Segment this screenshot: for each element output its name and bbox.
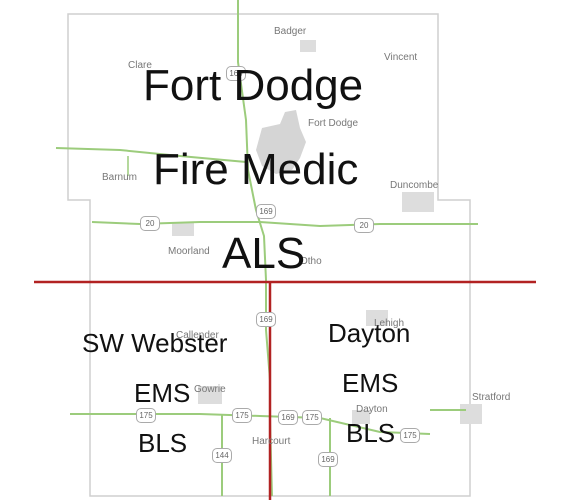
zone-label-dayton: Dayton: [328, 318, 411, 348]
lehigh-town-area: [366, 310, 388, 326]
highway-shield-175-east: 175: [302, 410, 322, 425]
highway-shield-169: 169: [256, 204, 276, 219]
gowrie-town-area: [198, 386, 222, 404]
highway-shield-20-west: 20: [140, 216, 160, 231]
town-label-stratford: Stratford: [472, 392, 511, 403]
town-label-duncombe: Duncombe: [390, 180, 439, 191]
moorland-town-area: [172, 222, 194, 236]
highway-shield-20-east: 20: [354, 218, 374, 233]
town-label-dayton: Dayton: [356, 404, 388, 415]
duncombe-town-area: [402, 192, 434, 212]
county-boundary: [67, 13, 471, 497]
town-label-clare: Clare: [128, 60, 152, 71]
badger-town-area: [300, 40, 316, 52]
town-label-lehigh: Lehigh: [374, 318, 405, 329]
highway-shield-169-harcourt: 169: [278, 410, 298, 425]
zone-label-fire-medic: Fire Medic: [153, 145, 359, 194]
us-169-road: [237, 0, 267, 281]
town-label-otho: Otho: [300, 256, 322, 267]
fort-dodge-urban-area: [256, 110, 306, 174]
highway-shield-175-dayton: 175: [400, 428, 420, 443]
town-label-badger: Badger: [274, 26, 307, 37]
zone-label-sw-bls: BLS: [138, 428, 188, 458]
town-label-fort-dodge: Fort Dodge: [308, 118, 359, 129]
highway-shield-144: 144: [212, 448, 232, 463]
zone-label-fort-dodge: Fort Dodge: [143, 61, 364, 110]
zone-label-als: ALS: [222, 229, 306, 278]
town-label-barnum: Barnum: [102, 172, 138, 183]
zone-label-sw-ems: EMS: [134, 378, 191, 408]
highway-shield-169-bottom: 169: [318, 452, 338, 467]
town-label-moorland: Moorland: [168, 246, 210, 257]
zone-label-dayton-bls: BLS: [346, 418, 396, 448]
highway-shield-175-west: 175: [136, 408, 156, 423]
town-label-vincent: Vincent: [384, 52, 418, 63]
zone-label-dayton-ems: EMS: [342, 368, 399, 398]
dayton-town-area: [352, 410, 370, 424]
zone-label-sw-webster: SW Webster: [82, 328, 228, 358]
town-label-harcourt: Harcourt: [252, 436, 291, 447]
stratford-town-area: [460, 404, 482, 424]
town-label-gowrie: Gowrie: [194, 384, 226, 395]
highway-west-road: [55, 147, 247, 163]
highway-shield-169-south: 169: [256, 312, 276, 327]
highway-shield-175-center: 175: [232, 408, 252, 423]
town-label-callender: Callender: [176, 330, 219, 341]
highway-shield-169-north: 169: [226, 66, 246, 81]
